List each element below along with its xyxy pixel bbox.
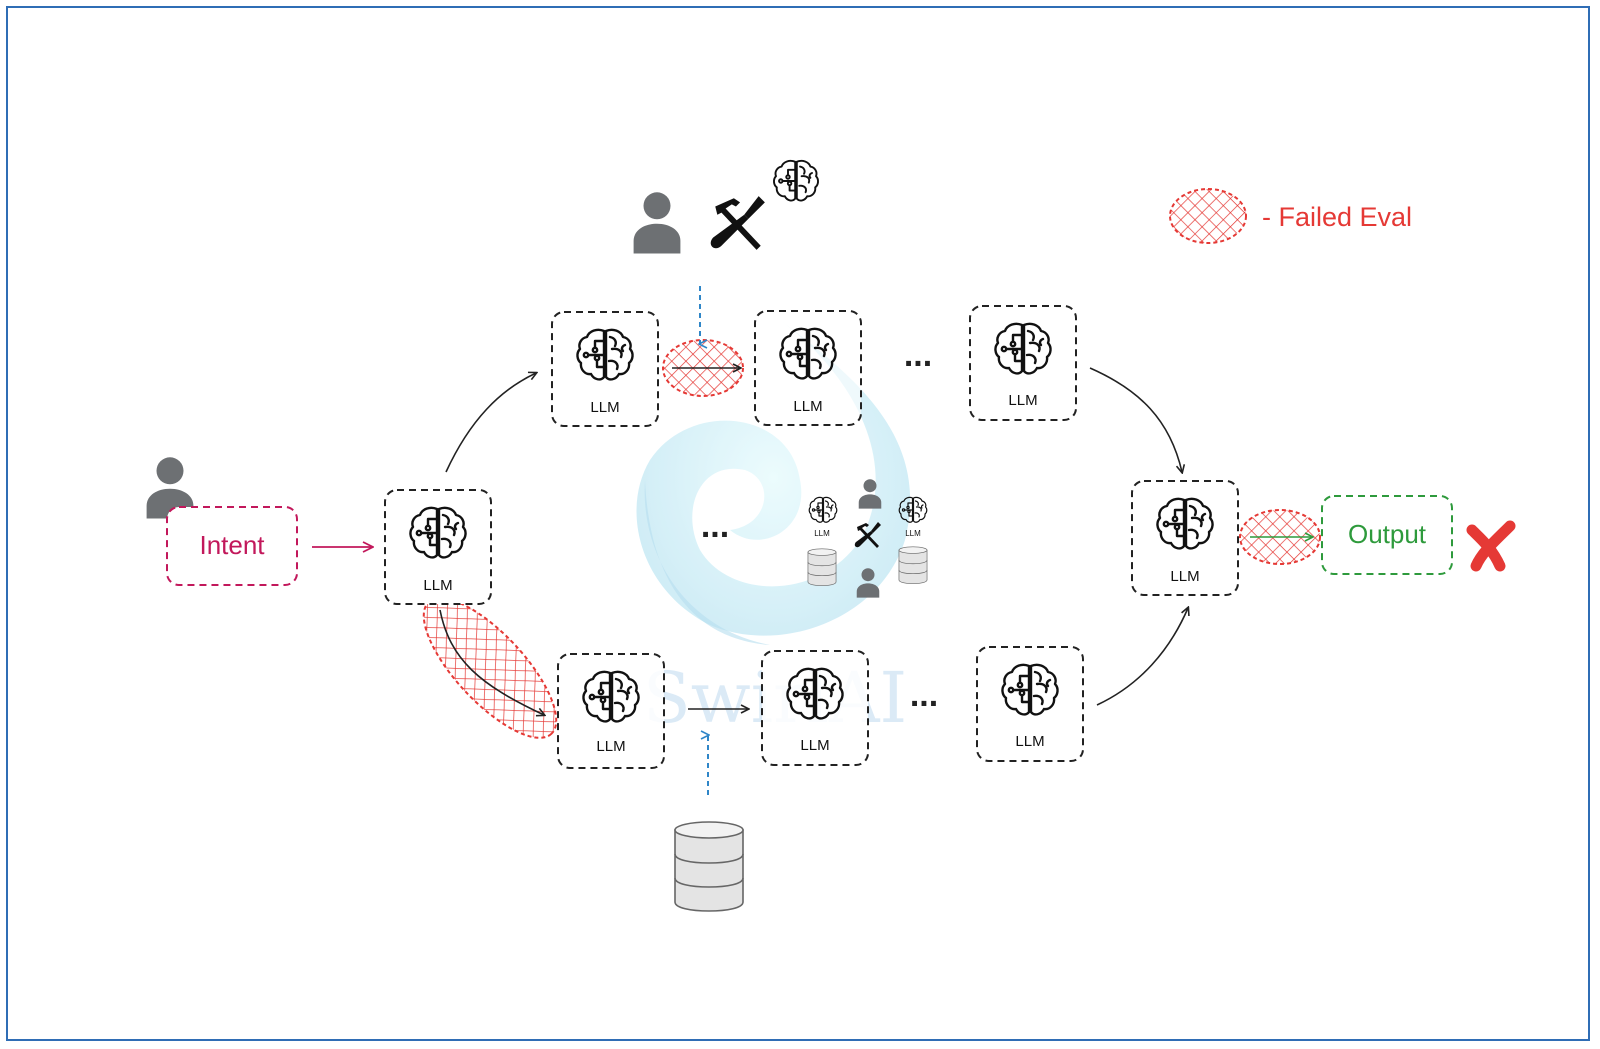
database-icon — [674, 821, 744, 912]
arrow-top-3-to-merge — [1089, 367, 1182, 472]
ellipsis-top: ... — [904, 336, 932, 374]
ellipsis-bottom: ... — [910, 676, 938, 714]
ellipsis-middle: ... — [701, 507, 729, 545]
output-node: Output — [1321, 495, 1453, 575]
mini-cluster: LLM LLM — [807, 479, 928, 598]
llm-label-mini: LLM — [814, 529, 830, 538]
llm-label: LLM — [596, 738, 625, 755]
llm-label: LLM — [800, 737, 829, 754]
llm-node-bottom-2: LLM — [761, 650, 869, 766]
llm-label: LLM — [1015, 733, 1044, 750]
llm-node-top-1: LLM — [551, 311, 659, 427]
brain-icon-mini — [808, 496, 838, 523]
llm-label: LLM — [423, 577, 452, 594]
llm-label: LLM — [1008, 392, 1037, 409]
llm-label: LLM — [590, 399, 619, 416]
human-in-loop-icon — [633, 192, 681, 254]
arrow-start-to-top — [445, 373, 536, 473]
llm-label-mini: LLM — [905, 529, 921, 538]
llm-node-start: LLM — [384, 489, 492, 605]
arrow-start-to-bottom — [439, 609, 544, 715]
tools-icon — [710, 196, 765, 250]
llm-node-bottom-3: LLM — [976, 646, 1084, 762]
llm-node-top-3: LLM — [969, 305, 1077, 421]
intent-node: Intent — [166, 506, 298, 586]
failed-eval-lower-left — [422, 597, 558, 739]
output-label: Output — [1348, 519, 1427, 549]
legend-failed-eval-text: - Failed Eval — [1262, 202, 1412, 232]
llm-node-merge: LLM — [1131, 480, 1239, 596]
llm-label: LLM — [793, 398, 822, 415]
brain-icon-small — [772, 159, 820, 202]
arrow-bottom-3-to-merge — [1096, 608, 1188, 706]
figure-frame — [6, 6, 1590, 1041]
failure-x-icon — [1466, 520, 1516, 572]
legend-failed-eval-swatch — [1169, 188, 1247, 244]
llm-label: LLM — [1170, 568, 1199, 585]
llm-node-bottom-1: LLM — [557, 653, 665, 769]
database-icon-mini — [898, 546, 928, 584]
legend: - Failed Eval — [1169, 188, 1412, 244]
intent-label: Intent — [199, 530, 265, 560]
database-icon-mini — [807, 548, 837, 586]
llm-node-top-2: LLM — [754, 310, 862, 426]
